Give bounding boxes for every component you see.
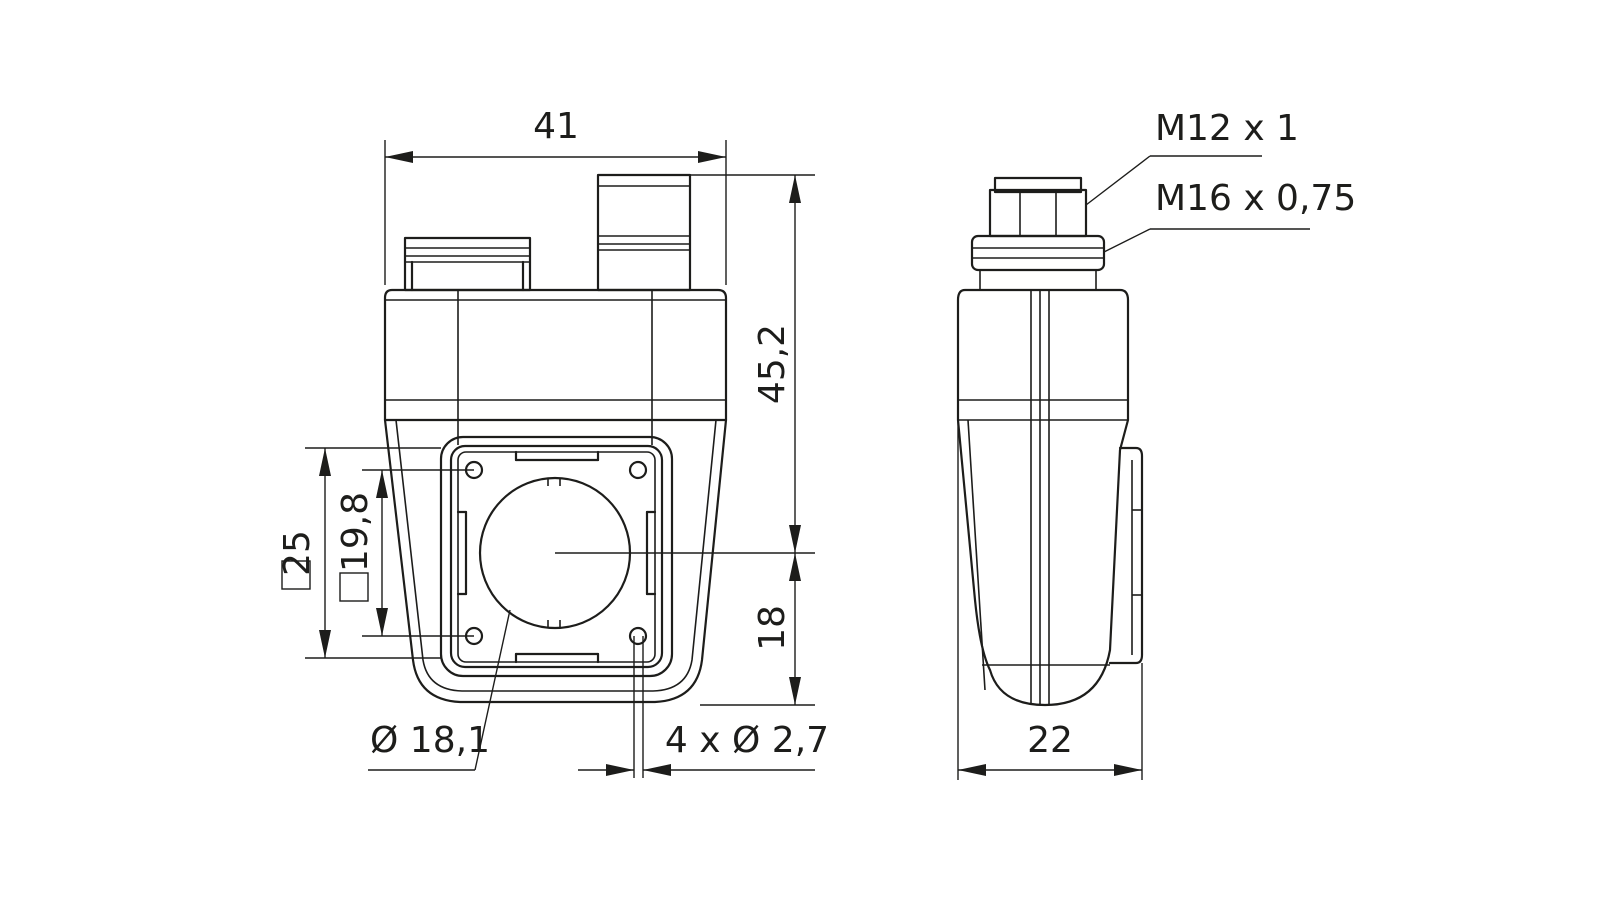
dimension-bore: Ø 18,1 [368,609,511,771]
dimension-label-bore: Ø 18,1 [370,720,490,761]
left-connector [403,236,532,292]
housing-lower [383,418,728,704]
hex-nut [970,176,1106,290]
dimension-label-18: 18 [752,605,793,651]
callout-label-m12: M12 x 1 [1155,108,1299,149]
side-body [956,288,1130,707]
dimension-label-41: 41 [533,106,579,147]
dimension-depth-22: 22 [957,420,1143,780]
housing-upper [383,288,728,445]
dimension-height-45-2: 45,2 [690,174,815,553]
mounting-hole [628,460,648,480]
callout-label-m16: M16 x 0,75 [1155,178,1356,219]
dimension-label-25: 25 [277,530,318,576]
dimension-label-22: 22 [1027,720,1073,761]
right-connector [596,173,692,292]
front-view [383,173,728,704]
dimension-label-holes: 4 x Ø 2,7 [665,720,829,761]
dimension-width-41: 41 [384,106,727,285]
side-flange [1108,446,1144,665]
callout-m16: M16 x 0,75 [1103,178,1356,253]
dimension-holes: 4 x Ø 2,7 [578,636,829,778]
side-view [956,176,1144,707]
dimension-height-18: 18 [555,552,815,706]
dimension-square-25: 25 [277,447,441,659]
mounting-hole [628,626,648,646]
callout-m12: M12 x 1 [1085,108,1299,206]
mounting-flange [439,435,674,678]
dimension-label-19-8: 19,8 [335,492,376,572]
dimension-square-19-8: 19,8 [335,469,474,637]
dimension-label-45-2: 45,2 [752,324,793,404]
